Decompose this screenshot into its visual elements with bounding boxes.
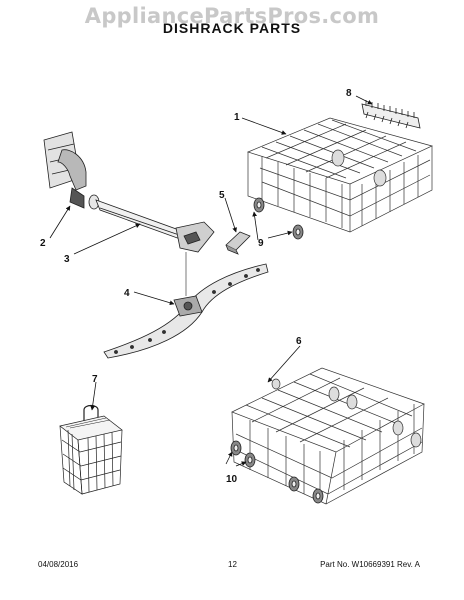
part-6-lower-rack bbox=[231, 367, 425, 505]
part-1-upper-rack bbox=[246, 117, 434, 233]
part-8-tine-strip bbox=[361, 100, 421, 129]
watermark: AppliancePartsPros.com bbox=[84, 4, 380, 28]
part-10-lower-rack-wheels bbox=[230, 440, 324, 504]
callout-9a: 9 bbox=[258, 238, 264, 249]
callout-3: 3 bbox=[64, 254, 70, 265]
callout-4: 4 bbox=[124, 288, 130, 299]
part-5-clip bbox=[225, 231, 251, 255]
callout-8: 8 bbox=[346, 88, 352, 99]
callout-6: 6 bbox=[296, 336, 302, 347]
part-2-3-manifold-feed-tube bbox=[43, 131, 215, 296]
leader-lines bbox=[49, 95, 373, 467]
part-4-lower-spray-arm bbox=[103, 263, 269, 359]
callout-1: 1 bbox=[234, 112, 240, 123]
callout-5: 5 bbox=[219, 190, 225, 201]
footer-part-number: Part No. W10669391 Rev. A bbox=[320, 560, 420, 569]
callout-2: 2 bbox=[40, 238, 46, 249]
part-7-silverware-basket bbox=[59, 404, 123, 495]
footer-page-number: 12 bbox=[228, 560, 237, 569]
part-9-rack-wheels bbox=[253, 197, 304, 240]
page-title: DISHRACK PARTS bbox=[162, 20, 302, 36]
footer-date: 04/08/2016 bbox=[38, 560, 79, 569]
callout-10: 10 bbox=[226, 474, 238, 485]
callout-7: 7 bbox=[92, 374, 98, 385]
